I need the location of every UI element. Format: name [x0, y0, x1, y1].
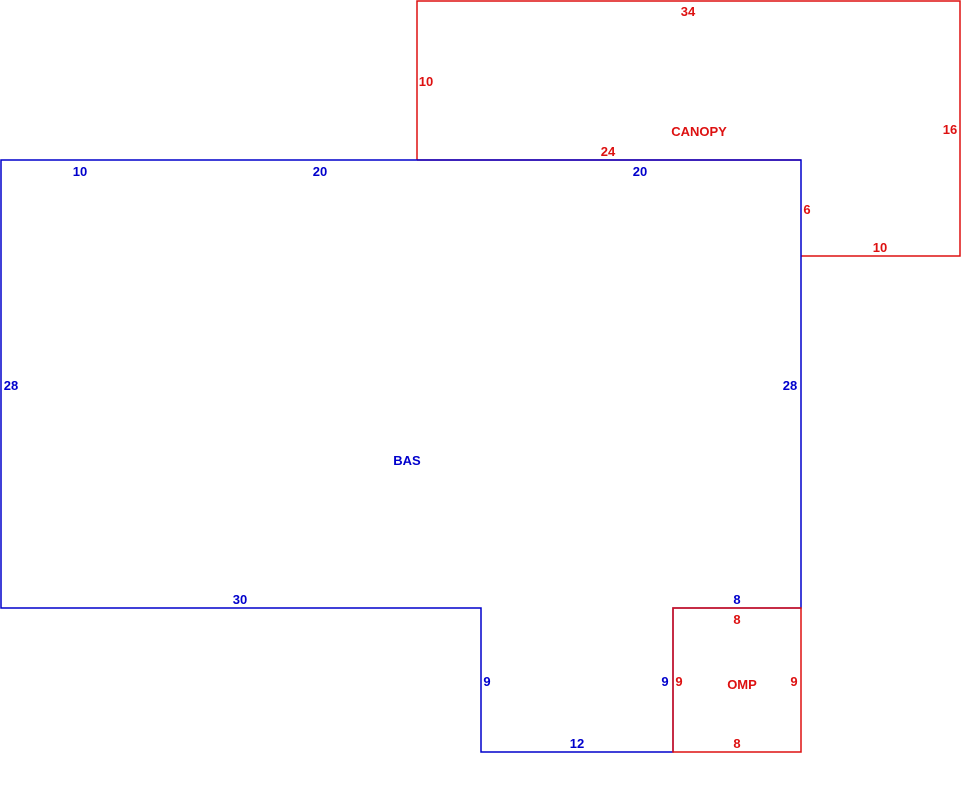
canopy-dim-right: 16 — [943, 122, 957, 137]
omp-dim-right: 9 — [790, 674, 797, 689]
bas-dim-left: 28 — [4, 378, 18, 393]
canopy-dim-left: 10 — [419, 74, 433, 89]
bas-dim-top-c: 20 — [633, 164, 647, 179]
bas-area-label: BAS — [393, 453, 421, 468]
bas-dim-step-right: 9 — [661, 674, 668, 689]
bas-dim-bottom-right: 8 — [733, 592, 740, 607]
canopy-dim-inner-right: 6 — [803, 202, 810, 217]
bas-dim-top-b: 20 — [313, 164, 327, 179]
omp-dim-bottom: 8 — [733, 736, 740, 751]
bas-dim-top-a: 10 — [73, 164, 87, 179]
bas-dim-step-left: 9 — [483, 674, 490, 689]
omp-area-label: OMP — [727, 677, 757, 692]
canopy-dim-bottom-long: 24 — [601, 144, 616, 159]
canopy-outline — [416, 0, 961, 257]
bas-dim-bottom-left: 30 — [233, 592, 247, 607]
bas-dim-right: 28 — [783, 378, 797, 393]
omp-dim-top: 8 — [733, 612, 740, 627]
canopy-dim-bottom-short: 10 — [873, 240, 887, 255]
canopy-area-label: CANOPY — [671, 124, 727, 139]
canopy-dim-top: 34 — [681, 4, 696, 19]
omp-dim-left: 9 — [675, 674, 682, 689]
omp-outline — [672, 607, 802, 753]
bas-dim-bottom-mid: 12 — [570, 736, 584, 751]
